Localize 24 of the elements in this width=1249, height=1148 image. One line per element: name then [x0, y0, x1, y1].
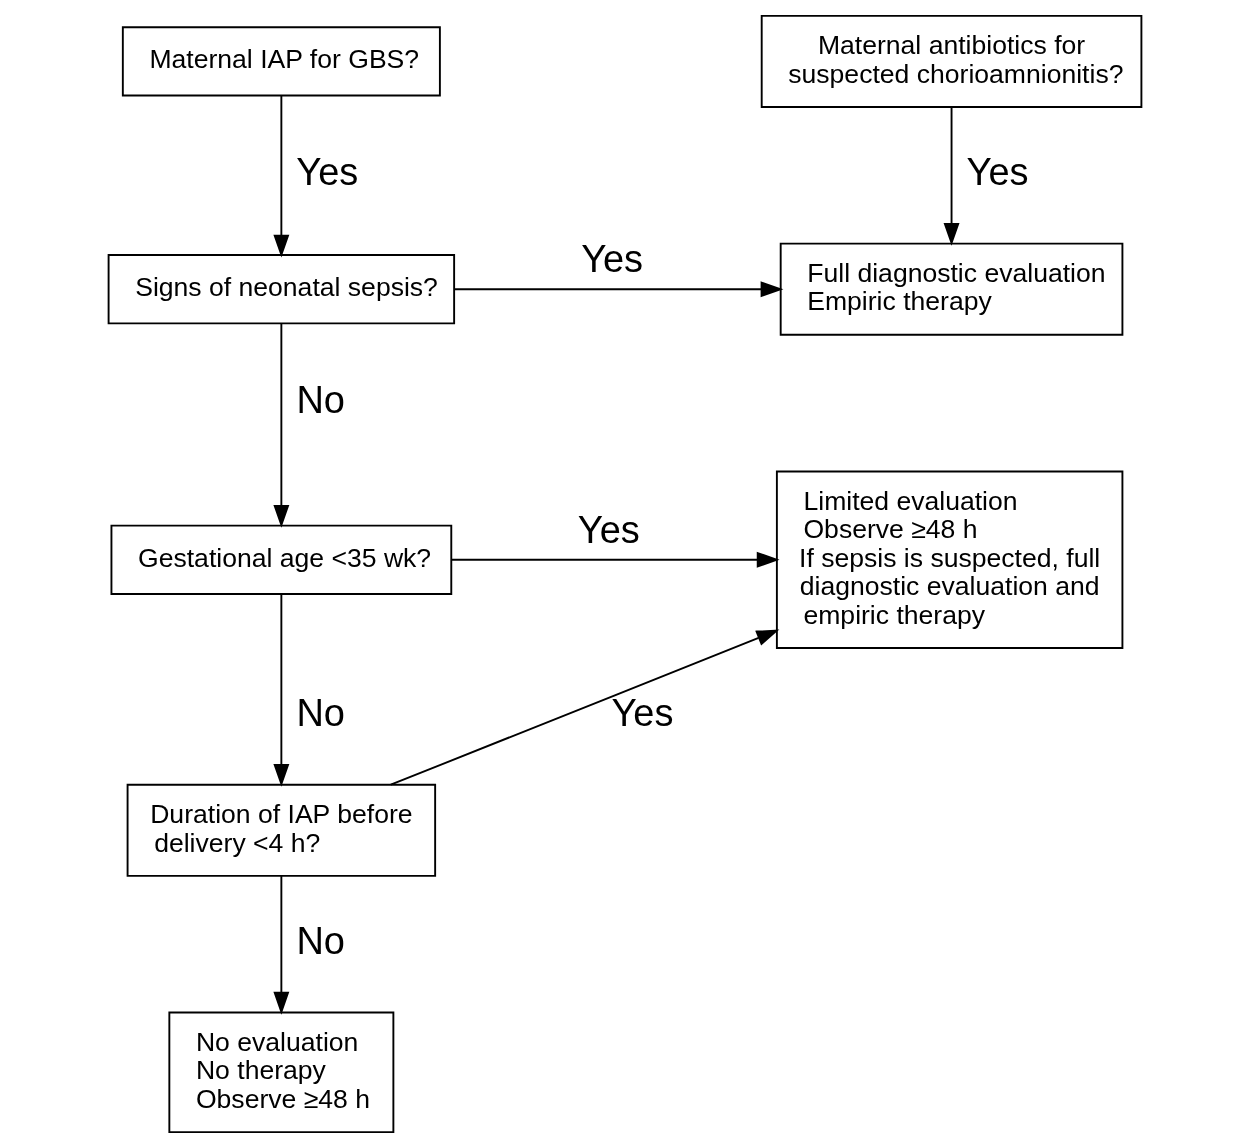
edge-label: No [295, 691, 345, 734]
node-box: Signs of neonatal sepsis? [107, 254, 455, 325]
node-box: Maternal antibiotics for suspected chorioamnionitis? [760, 14, 1142, 108]
edge-label: Yes [577, 508, 640, 551]
arrow [272, 874, 289, 1015]
node-box: Maternal IAP for GBS? [121, 26, 441, 97]
edge-label: Yes [966, 150, 1029, 193]
edge-label: Yes [611, 691, 673, 734]
arrow [450, 551, 780, 568]
node-box: Gestational age <35 wk? [110, 524, 452, 595]
arrow [943, 106, 960, 246]
edge-label: Yes [295, 150, 358, 193]
arrow [272, 322, 289, 528]
node-box: No evaluation No therapy Observe ≥48 h [167, 1011, 394, 1134]
node-box: Full diagnostic evaluation Empiric therapy [779, 242, 1123, 336]
edge-label: No [295, 378, 345, 421]
node-box: Limited evaluation Observe ≥48 h If sepsis is suspected, full diagnostic evaluation and empiric therapy [775, 470, 1123, 649]
arrow [389, 629, 779, 786]
edge-label: No [295, 919, 345, 962]
edge-label: Yes [580, 238, 643, 281]
node-box: Duration of IAP before delivery <4 h? [126, 783, 436, 877]
arrow [453, 281, 783, 298]
arrow [272, 593, 289, 787]
arrow [272, 94, 289, 258]
